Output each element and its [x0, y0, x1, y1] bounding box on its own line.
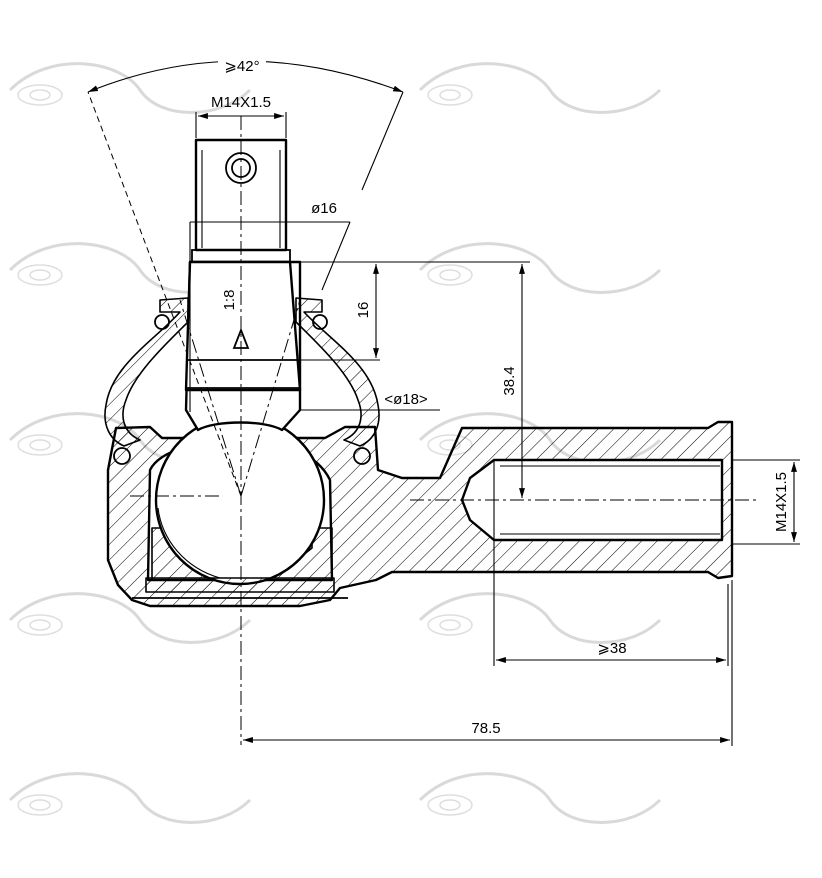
total-label: 78.5: [471, 720, 500, 737]
taper-line-left: [179, 299, 242, 497]
ball-inner-arc: [157, 507, 221, 579]
taper-label: 1:8: [221, 290, 238, 311]
watermark-pattern: [8, 62, 662, 824]
height38-label: 38.4: [501, 366, 518, 395]
boot-ring-left-top: [154, 314, 170, 330]
angle-line-left: [87, 91, 242, 497]
watermark-logo: [418, 772, 662, 824]
boot-left: [104, 297, 189, 447]
dia18-label: <ø18>: [384, 391, 428, 408]
dia16-label: ø16: [311, 200, 337, 217]
taper-line-right: [240, 299, 301, 497]
boot-ring-right-bottom: [353, 447, 371, 465]
stud-thread-label: M14X1.5: [211, 94, 271, 111]
watermark-logo: [8, 592, 252, 644]
dia16-leader: [321, 221, 351, 291]
angle-line-right: [361, 91, 404, 191]
cover-plate: [145, 577, 335, 593]
angle-label: ⩾42°: [224, 58, 259, 75]
ball-stud-ball: [154, 414, 326, 586]
taper-arrow: [232, 327, 250, 349]
boot-ring-left-bottom: [113, 447, 131, 465]
stud-taper: [184, 260, 302, 392]
height16-label: 16: [355, 302, 372, 319]
watermark-logo: [418, 592, 662, 644]
watermark-logo: [8, 772, 252, 824]
boot-right: [295, 297, 380, 447]
watermark-logo: [418, 62, 662, 114]
side-thread-label: M14X1.5: [773, 472, 790, 532]
min38-label: ⩾38: [597, 640, 626, 657]
angle-label-bg: [218, 55, 266, 75]
watermark-logo: [418, 242, 662, 294]
boot-ring-right-top: [312, 314, 328, 330]
